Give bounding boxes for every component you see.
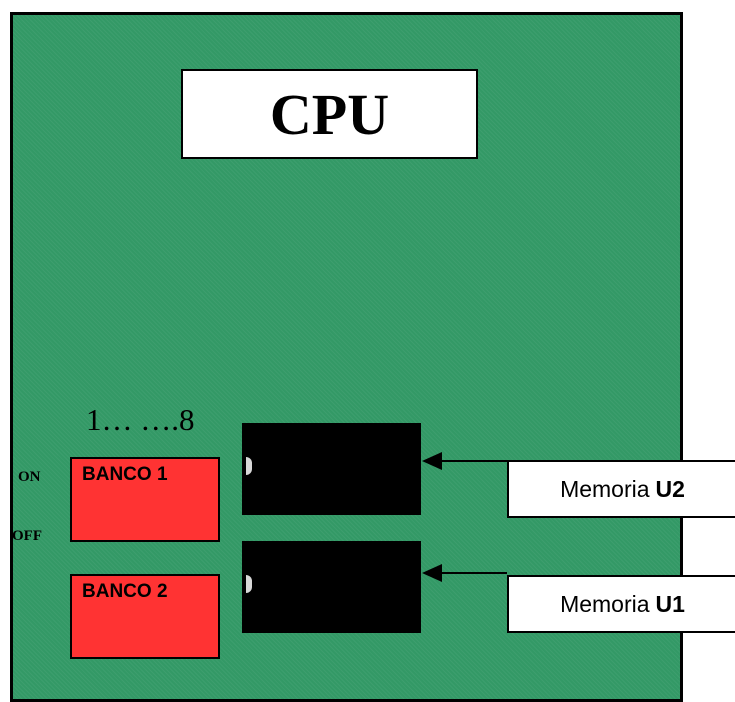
arrow-u2-head-icon — [422, 452, 442, 470]
dip-switch-bank-1[interactable]: BANCO 1 — [70, 457, 220, 542]
memory-chip-u2 — [242, 423, 421, 515]
switch-range-label: 1… ….8 — [86, 402, 195, 437]
chip-notch-icon — [246, 457, 252, 475]
memory-u2-prefix: Memoria — [560, 475, 650, 502]
arrow-u1-line — [440, 572, 507, 574]
switch-on-label: ON — [18, 469, 41, 485]
arrow-u2-line — [440, 460, 507, 462]
memory-u1-id: U1 — [655, 590, 685, 617]
dip-switch-bank-2[interactable]: BANCO 2 — [70, 574, 220, 659]
memory-chip-u1 — [242, 541, 421, 633]
bank-1-label: BANCO 1 — [82, 464, 168, 485]
chip-notch-icon — [246, 575, 252, 593]
switch-off-label: OFF — [12, 528, 42, 544]
memory-u2-id: U2 — [655, 475, 685, 502]
arrow-u1-head-icon — [422, 564, 442, 582]
memory-u1-prefix: Memoria — [560, 590, 650, 617]
cpu-label: CPU — [181, 69, 478, 159]
bank-2-label: BANCO 2 — [82, 581, 168, 602]
